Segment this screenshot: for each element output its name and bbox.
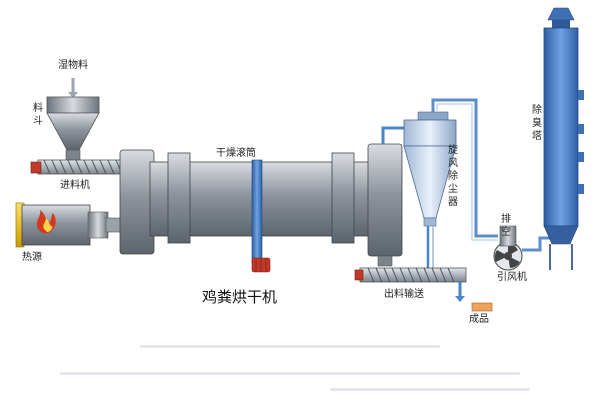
label-hopper: 料斗 (33, 103, 43, 127)
faint-watermark-line (140, 345, 440, 348)
label-cyclone: 旋风除尘器 (448, 145, 458, 208)
label-heat-source: 热源 (22, 252, 42, 263)
feeder-motor (30, 161, 42, 174)
cyclone-discharge-pipe (426, 226, 434, 270)
drum-drive-motor (251, 257, 271, 273)
hopper (46, 96, 100, 161)
product-bin (471, 302, 493, 312)
faint-watermark-line (330, 388, 530, 391)
discharge-motor (354, 269, 364, 281)
discharge-screw-conveyor (359, 267, 467, 283)
label-drum: 干燥滚筒 (216, 148, 256, 159)
cyclone-to-fan-duct (431, 98, 498, 241)
label-wet-material: 湿物料 (58, 60, 88, 71)
induced-draft-fan (493, 225, 523, 271)
rotary-drum (119, 143, 403, 267)
label-exhaust: 排空 (501, 214, 511, 238)
drum-to-cyclone-duct (381, 126, 410, 144)
flame-icon (36, 210, 56, 234)
label-deodorizer: 除臭塔 (532, 105, 542, 142)
drum-drive-gear (251, 159, 263, 263)
diagram-title: 鸡粪烘干机 (202, 288, 278, 306)
faint-watermark-line (60, 372, 520, 375)
fan-to-tower-duct (522, 236, 556, 252)
wet-material-arrow (68, 78, 78, 98)
screw-feeder (37, 159, 129, 175)
cyclone-separator (403, 111, 457, 227)
deodorizing-tower (543, 7, 584, 270)
label-feeder: 进料机 (60, 180, 90, 191)
label-product: 成品 (469, 314, 489, 325)
label-discharge-conveyor: 出料输送 (384, 289, 424, 300)
product-outlet (455, 282, 465, 302)
label-induced-fan: 引风机 (497, 272, 527, 283)
heat-source-burner (15, 202, 125, 248)
